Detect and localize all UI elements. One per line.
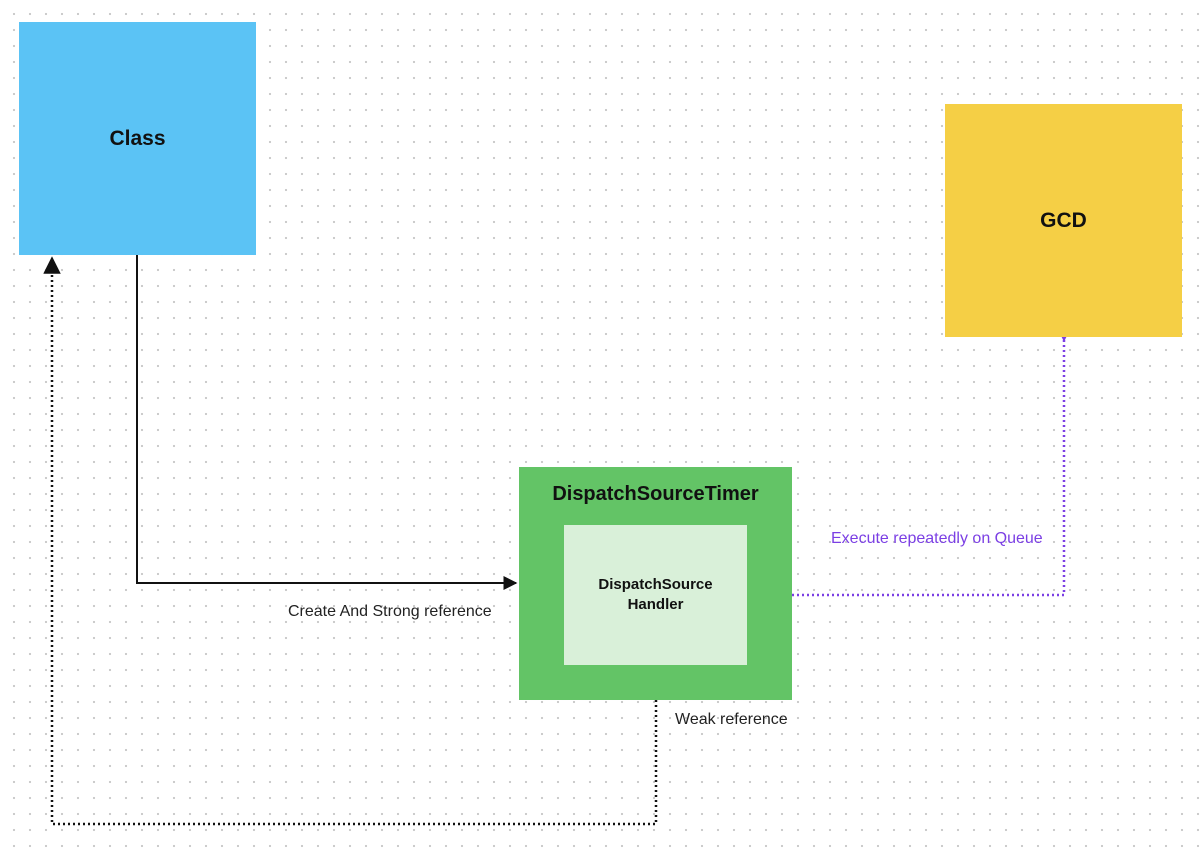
execute-on-queue-label: Execute repeatedly on Queue <box>831 530 1043 547</box>
class-node-label: Class <box>109 126 166 150</box>
dispatch-source-handler-label: DispatchSource Handler <box>598 576 713 613</box>
gcd-node[interactable]: GCD <box>945 104 1182 337</box>
gcd-node-label: GCD <box>1040 208 1087 232</box>
class-node[interactable]: Class <box>19 22 256 255</box>
strong-reference-label: Create And Strong reference <box>288 603 492 620</box>
dispatch-source-timer-label: DispatchSourceTimer <box>552 483 759 505</box>
strong-reference-arrow <box>136 255 518 590</box>
weak-reference-arrow <box>43 256 658 826</box>
dispatch-source-handler-node[interactable]: DispatchSource Handler <box>564 525 747 665</box>
execute-on-queue-arrow <box>748 324 1073 604</box>
weak-reference-label: Weak reference <box>675 711 788 728</box>
